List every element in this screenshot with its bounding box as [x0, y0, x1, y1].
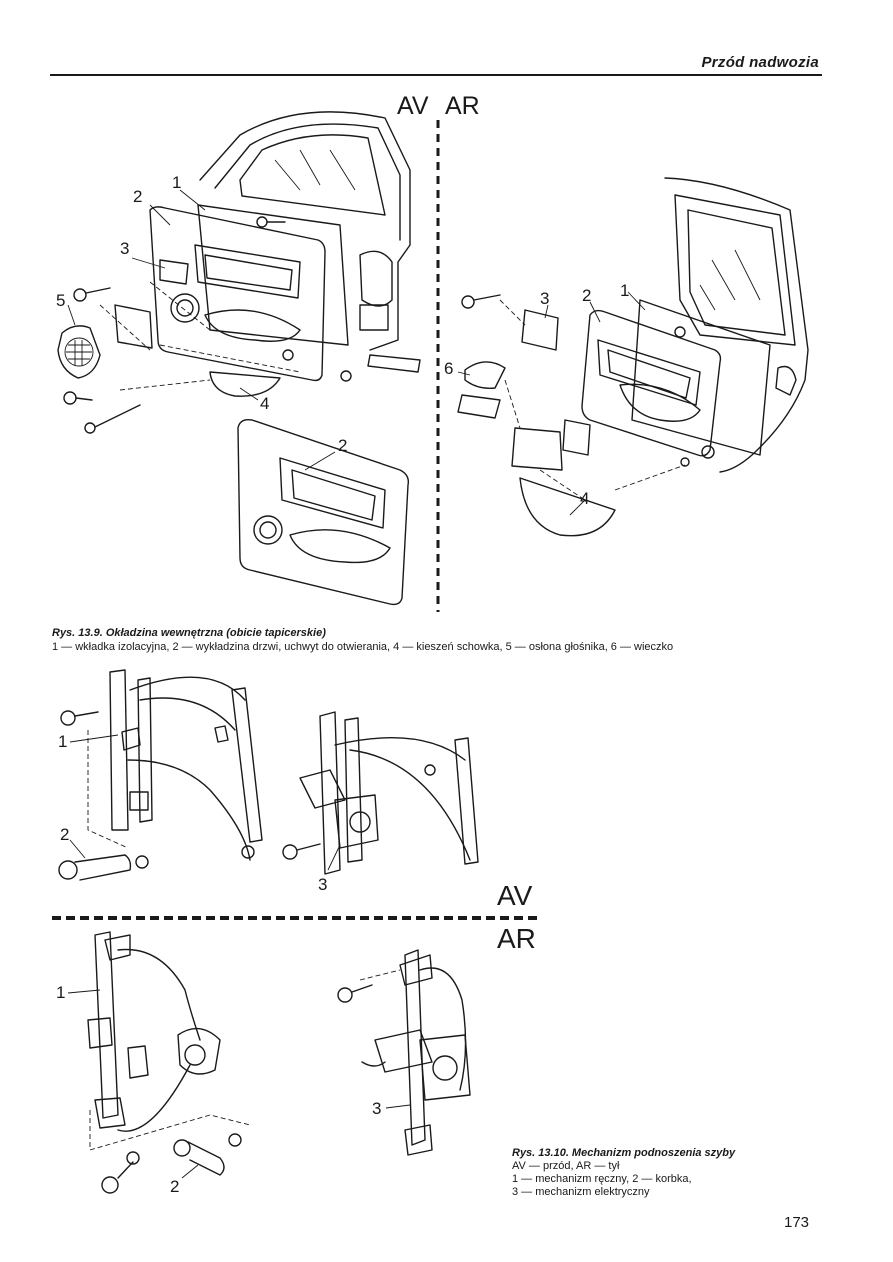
rear-door-trim-drawing — [581, 309, 722, 457]
rear-handle-bezel-drawing — [521, 309, 559, 351]
fig1-ar-label: AR — [445, 92, 480, 120]
fig1-callout-5: 5 — [56, 291, 66, 310]
speaker-cover-drawing — [57, 304, 153, 379]
fig1-caption-text: 1 — wkładka izolacyjna, 2 — wykładzina d… — [52, 641, 674, 653]
rear-electric-regulator-drawing — [337, 949, 471, 1156]
rear-screws-drawing — [461, 294, 715, 467]
fig1-callout-2-lower: 2 — [338, 436, 348, 455]
rear-insulation-drawing — [631, 299, 771, 456]
fig1-av-label: AV — [397, 92, 429, 120]
fig2-front-callout-1: 1 — [58, 732, 68, 751]
fig1-callout-4: 4 — [260, 394, 270, 413]
front-door-trim-drawing — [149, 206, 326, 382]
fig2-rear-callout-1: 1 — [56, 983, 66, 1002]
fig1-rear-callout-3: 3 — [540, 289, 550, 308]
front-screws-drawing — [63, 216, 352, 434]
front-manual-regulator-drawing — [60, 669, 263, 861]
front-door-trim-lower-drawing — [237, 418, 410, 606]
header-rule — [50, 74, 822, 76]
fig2-rear-callout-3: 3 — [372, 1099, 382, 1118]
rear-lid-drawing — [464, 361, 506, 390]
rear-crank-drawing — [173, 1133, 242, 1176]
fig1-rear-callout-1: 1 — [620, 281, 630, 300]
front-door-frame-drawing — [199, 111, 411, 351]
front-electric-regulator-drawing — [282, 711, 479, 875]
fig2-front-callout-2: 2 — [60, 825, 70, 844]
rear-manual-regulator-drawing — [87, 931, 221, 1194]
fig1-callout-3: 3 — [120, 239, 130, 258]
front-pocket-drawing — [209, 371, 281, 397]
rear-door-frame-drawing — [664, 177, 809, 473]
fig2-caption-line-2: 1 — mechanizm ręczny, 2 — korbka, — [512, 1173, 692, 1185]
front-crank-drawing — [58, 854, 149, 881]
fig2-front-callout-3: 3 — [318, 875, 328, 894]
fig1-rear-callout-6: 6 — [444, 359, 454, 378]
fig2-caption-line-3: 3 — mechanizm elektryczny — [512, 1186, 650, 1198]
handle-bezel-drawing — [159, 259, 189, 285]
fig2-caption-title: Rys. 13.10. Mechanizm podnoszenia szyby — [512, 1147, 736, 1159]
callout-leaders — [67, 189, 646, 1179]
rear-pocket-drawing — [519, 477, 616, 537]
fig1-caption-title: Rys. 13.9. Okładzina wewnętrzna (obicie … — [52, 627, 326, 639]
fig1-rear-callout-4: 4 — [580, 489, 590, 508]
fig2-av-label: AV — [497, 880, 533, 911]
page-number: 173 — [784, 1214, 810, 1231]
fig2-ar-label: AR — [497, 923, 536, 954]
insulation-sheet-drawing — [197, 204, 349, 346]
running-header-title: Przód nadwozia — [701, 54, 819, 71]
fig1-rear-callout-2: 2 — [582, 286, 592, 305]
fig1-callout-1: 1 — [172, 173, 182, 192]
fig1-callout-2: 2 — [133, 187, 143, 206]
fig2-rear-callout-2: 2 — [170, 1177, 180, 1196]
fig2-caption-line-1: AV — przód, AR — tył — [512, 1160, 620, 1172]
